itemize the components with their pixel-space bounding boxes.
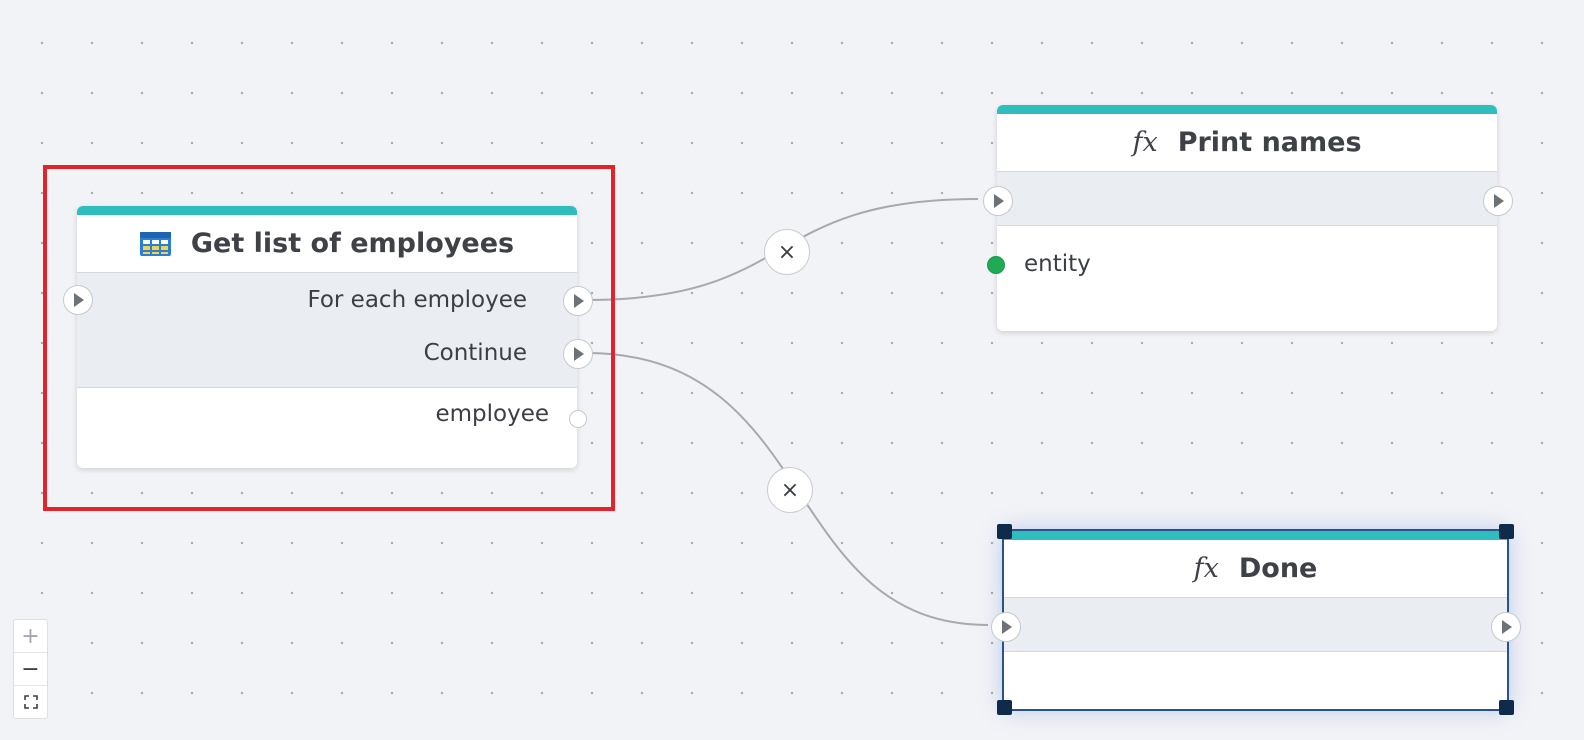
- minus-icon: −: [21, 656, 40, 682]
- node-title: Done: [1238, 553, 1318, 584]
- flow-input-port[interactable]: [983, 186, 1013, 216]
- fit-to-screen-button[interactable]: [14, 686, 47, 718]
- zoom-out-button[interactable]: −: [14, 653, 47, 686]
- resize-handle-top-right[interactable]: [1499, 524, 1514, 539]
- zoom-controls: + −: [13, 619, 48, 719]
- zoom-in-button[interactable]: +: [14, 620, 47, 653]
- flow-input-port[interactable]: [63, 285, 93, 315]
- flow-output-port[interactable]: [1491, 612, 1521, 642]
- plus-icon: +: [21, 623, 40, 649]
- node-accent-bar: [77, 206, 577, 215]
- node-accent-bar: [1004, 531, 1507, 540]
- flow-output-port[interactable]: [1483, 186, 1513, 216]
- node-header: fx Done: [1004, 540, 1507, 598]
- node-title: Print names: [1177, 127, 1362, 158]
- data-input-port-entity[interactable]: [987, 256, 1005, 274]
- data-output-port-employee[interactable]: [569, 410, 587, 428]
- node-title: Get list of employees: [190, 228, 515, 259]
- close-icon: ×: [777, 239, 797, 265]
- node-header: Get list of employees: [77, 215, 577, 273]
- function-icon: fx: [1193, 553, 1219, 584]
- remove-connection-button[interactable]: ×: [764, 229, 810, 275]
- flow-section: For each employee Continue: [77, 273, 577, 388]
- resize-handle-bottom-left[interactable]: [997, 700, 1012, 715]
- node-done[interactable]: fx Done: [1002, 529, 1509, 711]
- node-header: fx Print names: [997, 114, 1497, 172]
- fit-screen-icon: [23, 695, 38, 709]
- highlight-frame: [43, 165, 615, 511]
- data-input-label-entity: entity: [1024, 251, 1091, 277]
- resize-handle-top-left[interactable]: [997, 524, 1012, 539]
- node-accent-bar: [997, 105, 1497, 114]
- resize-handle-bottom-right[interactable]: [1499, 700, 1514, 715]
- flow-section: [997, 172, 1497, 226]
- remove-connection-button[interactable]: ×: [767, 467, 813, 513]
- close-icon: ×: [780, 477, 800, 503]
- node-get-list-of-employees[interactable]: Get list of employees For each employee …: [77, 206, 577, 468]
- flow-output-label-continue: Continue: [423, 340, 527, 366]
- flow-output-label-for-each: For each employee: [307, 287, 527, 313]
- node-print-names[interactable]: fx Print names entity: [997, 105, 1497, 331]
- table-icon: [139, 231, 171, 256]
- flow-output-port-continue[interactable]: [563, 339, 593, 369]
- flow-output-port-for-each[interactable]: [563, 286, 593, 316]
- function-icon: fx: [1132, 127, 1158, 158]
- data-output-label-employee: employee: [435, 401, 549, 427]
- flow-input-port[interactable]: [991, 612, 1021, 642]
- flow-section: [1004, 598, 1507, 652]
